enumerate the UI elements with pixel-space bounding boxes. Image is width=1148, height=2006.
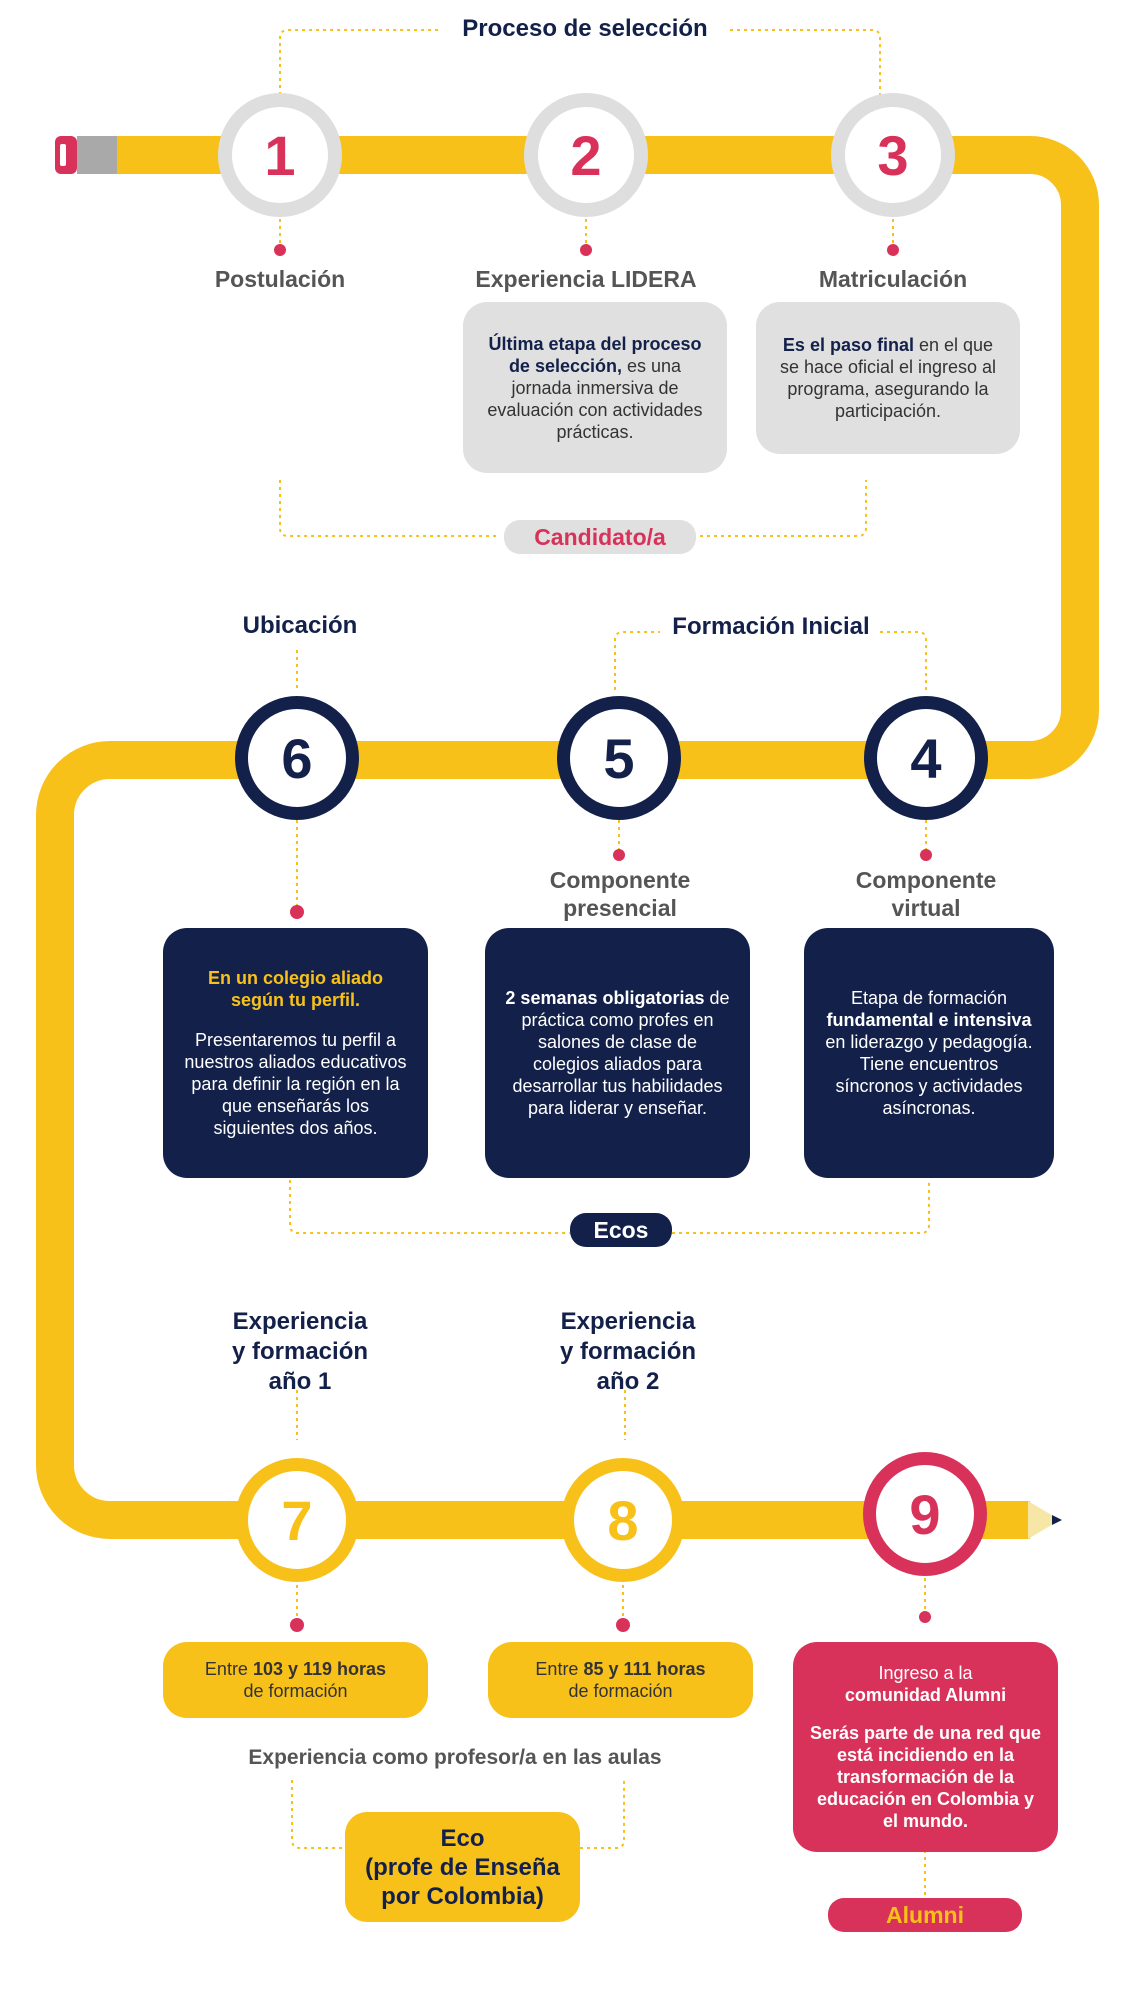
card-presencial-text: de práctica como profes en salones de cl…	[512, 988, 730, 1118]
step-circle-6: 6	[235, 696, 359, 820]
card-year2-bold: 85 y 111 horas	[583, 1659, 706, 1679]
step-circle-9: 9	[863, 1452, 987, 1576]
card-year1-text: de formación	[243, 1681, 348, 1701]
card-alumni-pre: Ingreso a la	[878, 1663, 973, 1683]
eco-line2: (profe de Enseña	[365, 1853, 560, 1881]
pill-ecos: Ecos	[570, 1213, 672, 1247]
step-circle-7: 7	[235, 1458, 359, 1582]
header-proceso-seleccion: Proceso de selección	[462, 15, 708, 42]
card-ubicacion-highlight: En un colegio aliado según tu perfil.	[207, 968, 384, 1010]
card-matricula-text: en el que se hace oficial el ingreso al …	[779, 335, 997, 421]
connector-dot	[919, 1611, 931, 1623]
connector-dot	[887, 244, 899, 256]
label-componente-presencial: Componente presencial	[520, 866, 720, 922]
card-presencial-bold: 2 semanas obligatorias	[505, 988, 705, 1008]
card-virtual-text: en liderazgo y pedagogía. Tiene encuentr…	[825, 1032, 1033, 1118]
card-virtual-bold: fundamental e intensiva	[826, 1010, 1032, 1030]
step-circle-2: 2	[524, 93, 648, 217]
card-alumni: Ingreso a la comunidad Alumni Serás part…	[793, 1642, 1058, 1852]
header-experiencia-ano-1: Experiencia y formación año 1	[190, 1307, 410, 1397]
step-circle-1: 1	[218, 93, 342, 217]
header-experiencia-ano-2: Experiencia y formación año 2	[518, 1307, 738, 1397]
card-virtual-pre: Etapa de formación	[850, 988, 1008, 1008]
connector-dot	[274, 244, 286, 256]
pill-eco: Eco (profe de Enseña por Colombia)	[345, 1812, 580, 1922]
connector-dot	[290, 905, 304, 919]
label-experiencia-aulas: Experiencia como profesor/a en las aulas	[248, 1746, 662, 1769]
exp2-line2: y formación	[559, 1338, 697, 1365]
label-virtual-line2: virtual	[891, 895, 961, 921]
card-alumni-strong: Serás parte de una red que está incidien…	[809, 1723, 1042, 1831]
label-virtual-line1: Componente	[855, 867, 997, 893]
card-year-2: Entre 85 y 111 horas de formación	[488, 1642, 753, 1718]
card-lidera: Última etapa del proceso de selección, e…	[463, 302, 727, 473]
card-lidera-bold: Última etapa del proceso de selección,	[488, 333, 702, 376]
eco-line3: por Colombia)	[381, 1882, 544, 1910]
label-matriculacion: Matriculación	[818, 266, 968, 292]
header-formacion-inicial: Formación Inicial	[672, 613, 870, 640]
card-presencial: 2 semanas obligatorias de práctica como …	[485, 928, 750, 1178]
step-circle-4: 4	[864, 696, 988, 820]
pill-alumni: Alumni	[828, 1898, 1022, 1932]
exp1-line1: Experiencia	[232, 1308, 368, 1335]
card-year-1: Entre 103 y 119 horas de formación	[163, 1642, 428, 1718]
connector-dot	[613, 849, 625, 861]
step-circle-3: 3	[831, 93, 955, 217]
card-year1-bold: 103 y 119 horas	[252, 1659, 387, 1679]
card-lidera-text: es una jornada inmersiva de evaluación c…	[487, 355, 703, 442]
exp1-line3: año 1	[268, 1368, 332, 1395]
exp1-line2: y formación	[231, 1338, 369, 1365]
exp2-line3: año 2	[596, 1368, 660, 1395]
label-experiencia-lidera: Experiencia LIDERA	[475, 266, 697, 292]
step-circle-5: 5	[557, 696, 681, 820]
connector-dot	[616, 1618, 630, 1632]
exp2-line1: Experiencia	[560, 1308, 696, 1335]
connector-dot	[580, 244, 592, 256]
card-ubicacion-text: Presentaremos tu perfil a nuestros aliad…	[184, 1030, 407, 1138]
header-ubicacion: Ubicación	[242, 612, 358, 639]
label-componente-virtual: Componente virtual	[826, 866, 1026, 922]
card-year2-text: de formación	[568, 1681, 673, 1701]
card-ubicacion: En un colegio aliado según tu perfil. Pr…	[163, 928, 428, 1178]
label-presencial-line1: Componente	[549, 867, 691, 893]
label-postulacion: Postulación	[214, 266, 346, 292]
connector-dot	[920, 849, 932, 861]
card-alumni-bold: comunidad Alumni	[844, 1685, 1007, 1705]
card-virtual: Etapa de formación fundamental e intensi…	[804, 928, 1054, 1178]
card-year1-pre: Entre	[204, 1659, 248, 1679]
pencil-ferrule	[77, 136, 117, 174]
pencil-tip	[1028, 1501, 1060, 1539]
connector-dot	[290, 1618, 304, 1632]
pill-candidato: Candidato/a	[504, 520, 696, 554]
step-circle-8: 8	[561, 1458, 685, 1582]
label-presencial-line2: presencial	[563, 895, 677, 921]
card-year2-pre: Entre	[535, 1659, 579, 1679]
card-matriculacion: Es el paso final en el que se hace ofici…	[756, 302, 1020, 454]
card-matricula-bold: Es el paso final	[782, 335, 914, 355]
eco-line1: Eco	[440, 1824, 485, 1852]
